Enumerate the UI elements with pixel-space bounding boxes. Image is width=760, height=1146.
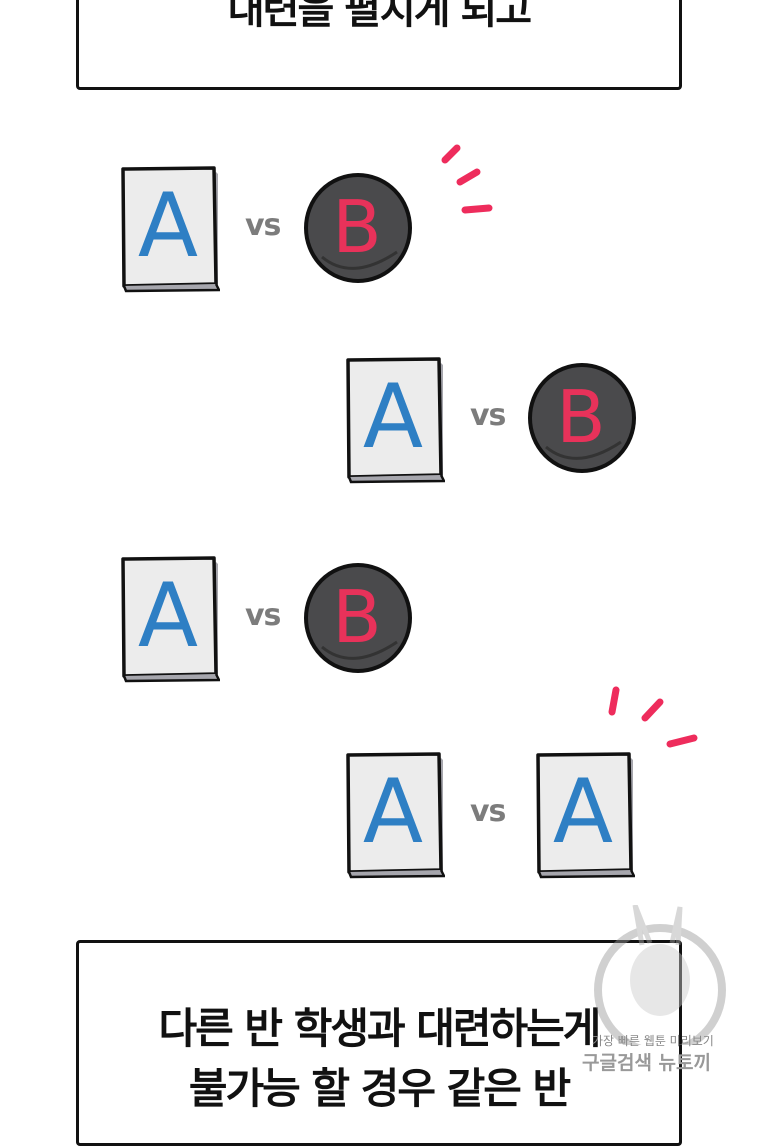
watermark-line2: 구글검색 뉴토끼 (582, 1052, 711, 1074)
coin-b: B (526, 362, 638, 474)
card-letter: A (362, 365, 424, 468)
bottom-caption-line1: 다른 반 학생과 대련하는게 (158, 1004, 602, 1053)
emphasis-marks-icon (608, 686, 698, 748)
coin-b: B (302, 172, 414, 284)
vs-label: vs (245, 598, 281, 633)
vs-label: vs (470, 398, 506, 433)
top-caption-box: 대련을 펼치게 되고 (76, 0, 682, 90)
watermark-line1: 가장 빠른 웹툰 미리보기 (592, 1034, 714, 1048)
card-letter: A (552, 760, 614, 863)
card-letter: A (362, 760, 424, 863)
coin-letter: B (332, 185, 382, 269)
coin-b: B (302, 562, 414, 674)
card-a: A (120, 556, 220, 683)
card-a-opponent: A (535, 752, 635, 879)
vs-label: vs (470, 794, 506, 829)
watermark-logo-icon (594, 905, 726, 1045)
card-letter: A (137, 174, 199, 277)
card-letter: A (137, 564, 199, 667)
card-a: A (345, 752, 445, 879)
card-a: A (120, 166, 220, 293)
top-caption: 대련을 펼치게 되고 (227, 0, 532, 33)
coin-letter: B (556, 375, 606, 459)
emphasis-marks-icon (441, 144, 493, 214)
vs-label: vs (245, 208, 281, 243)
card-a: A (345, 357, 445, 484)
coin-letter: B (332, 575, 382, 659)
